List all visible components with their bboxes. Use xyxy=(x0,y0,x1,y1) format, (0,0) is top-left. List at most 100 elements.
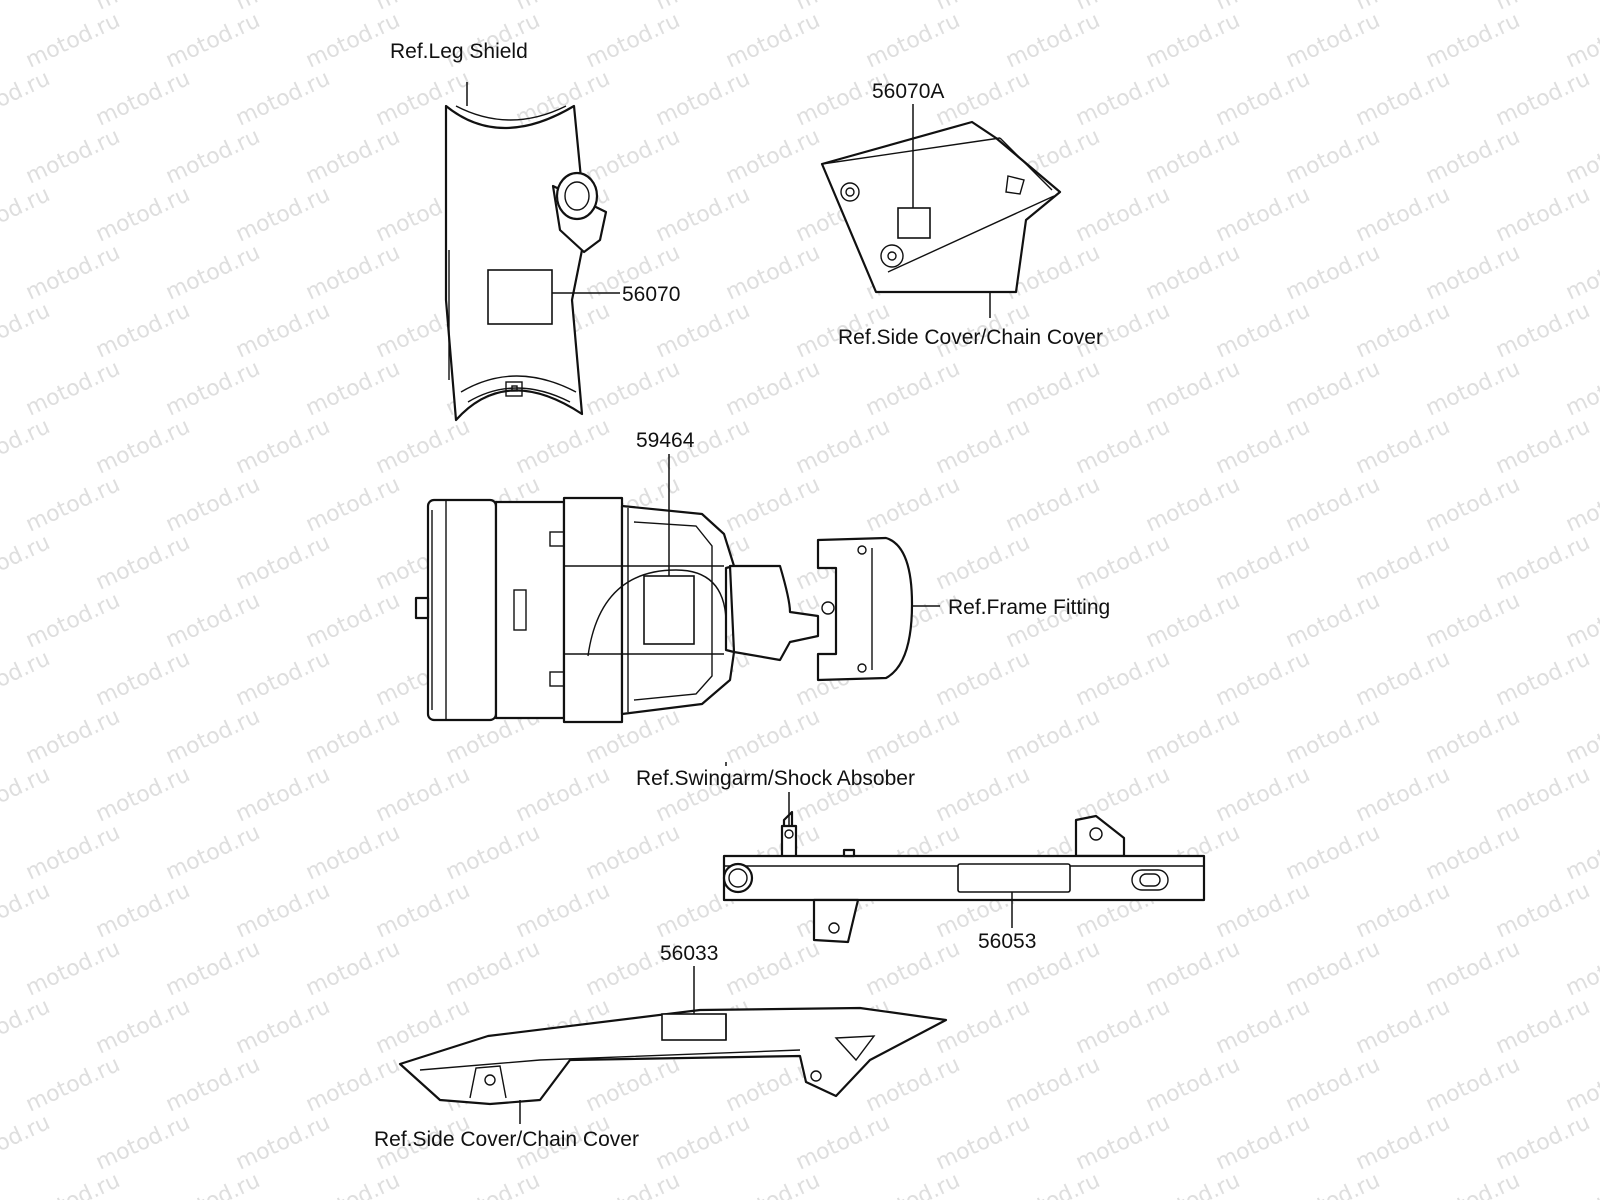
watermark-text: motod.ru xyxy=(1212,762,1314,827)
watermark-text: motod.ru xyxy=(92,878,194,943)
label-56070 xyxy=(487,269,553,325)
watermark-text: motod.ru xyxy=(652,66,754,131)
chain-cover-drawing xyxy=(398,1006,948,1106)
watermark-text: motod.ru xyxy=(1282,8,1384,73)
leader-lines xyxy=(466,82,1013,1124)
watermark-text: motod.ru xyxy=(302,820,404,885)
watermark-text: motod.ru xyxy=(372,878,474,943)
watermark-text: motod.ru xyxy=(232,182,334,247)
watermark-text: motod.ru xyxy=(92,182,194,247)
watermark-text: motod.ru xyxy=(722,240,824,305)
watermark-text: motod.ru xyxy=(1562,356,1600,421)
watermark-text: motod.ru xyxy=(582,1168,684,1200)
callout-side-cover-ref-top: Ref.Side Cover/Chain Cover xyxy=(838,326,1103,349)
watermark-text: motod.ru xyxy=(1142,704,1244,769)
watermark-text: motod.ru xyxy=(1002,704,1104,769)
watermark-text: motod.ru xyxy=(302,8,404,73)
watermark-text: motod.ru xyxy=(722,8,824,73)
watermark-text: motod.ru xyxy=(92,66,194,131)
watermark-text: motod.ru xyxy=(1072,66,1174,131)
watermark-text: motod.ru xyxy=(1562,936,1600,1001)
watermark-text: motod.ru xyxy=(1282,588,1384,653)
watermark-text: motod.ru xyxy=(302,936,404,1001)
watermark-text: motod.ru xyxy=(1282,820,1384,885)
watermark-text: motod.ru xyxy=(512,878,614,943)
watermark-text: motod.ru xyxy=(1492,1110,1594,1175)
watermark-text: motod.ru xyxy=(1282,356,1384,421)
watermark-text: motod.ru xyxy=(1562,820,1600,885)
leg-shield-drawing xyxy=(444,104,608,422)
watermark-text: motod.ru xyxy=(302,240,404,305)
watermark-text: motod.ru xyxy=(1422,356,1524,421)
watermark-text: motod.ru xyxy=(582,124,684,189)
watermark-text: motod.ru xyxy=(1072,414,1174,479)
watermark-text: motod.ru xyxy=(232,1110,334,1175)
watermark-text: motod.ru xyxy=(1142,1168,1244,1200)
watermark-text: motod.ru xyxy=(162,124,264,189)
watermark-text: motod.ru xyxy=(652,298,754,363)
watermark-text: motod.ru xyxy=(1212,878,1314,943)
callouts: Ref.Leg Shield 56070 56070A Ref.Side Cov… xyxy=(374,40,1110,1151)
label-56070a xyxy=(897,207,931,239)
watermark-text: motod.ru xyxy=(22,124,124,189)
watermark-text: motod.ru xyxy=(22,8,124,73)
watermark-text: motod.ru xyxy=(1562,8,1600,73)
watermark-text: motod.ru xyxy=(1142,936,1244,1001)
watermark-text: motod.ru xyxy=(1282,240,1384,305)
watermark-text: motod.ru xyxy=(1072,530,1174,595)
watermark-text: motod.ru xyxy=(792,414,894,479)
watermark-text: motod.ru xyxy=(302,124,404,189)
frame-fitting-drawing xyxy=(414,496,914,724)
watermark-text: motod.ru xyxy=(1212,66,1314,131)
watermark-text: motod.ru xyxy=(92,994,194,1059)
watermark-text: motod.ru xyxy=(1282,936,1384,1001)
watermark-text: motod.ru xyxy=(442,820,544,885)
watermark-text: motod.ru xyxy=(232,646,334,711)
watermark-text: motod.ru xyxy=(232,878,334,943)
watermark-text: motod.ru xyxy=(1562,124,1600,189)
watermark-text: motod.ru xyxy=(932,994,1034,1059)
watermark-text: motod.ru xyxy=(22,472,124,537)
watermark-text: motod.ru xyxy=(862,704,964,769)
watermark-text: motod.ru xyxy=(1212,1110,1314,1175)
watermark-text: motod.ru xyxy=(792,1110,894,1175)
watermark-text: motod.ru xyxy=(1282,124,1384,189)
callout-leg-shield-ref: Ref.Leg Shield xyxy=(390,40,528,63)
watermark-text: motod.ru xyxy=(1142,240,1244,305)
watermark-text: motod.ru xyxy=(582,8,684,73)
watermark-text: motod.ru xyxy=(302,704,404,769)
watermark-text: motod.ru xyxy=(92,646,194,711)
watermark-text: motod.ru xyxy=(652,182,754,247)
watermark-text: motod.ru xyxy=(162,1168,264,1200)
watermark-text: motod.ru xyxy=(512,762,614,827)
watermark-text: motod.ru xyxy=(0,182,54,247)
watermark-text: motod.ru xyxy=(0,0,54,15)
watermark-text: motod.ru xyxy=(1282,1052,1384,1117)
watermark-text: motod.ru xyxy=(1002,1052,1104,1117)
watermark-text: motod.ru xyxy=(862,8,964,73)
watermark-text: motod.ru xyxy=(302,472,404,537)
watermark-text: motod.ru xyxy=(92,298,194,363)
watermark-text: motod.ru xyxy=(1212,646,1314,711)
watermark-text: motod.ru xyxy=(0,414,54,479)
watermark-text: motod.ru xyxy=(1492,182,1594,247)
watermark-text: motod.ru xyxy=(162,8,264,73)
watermark-text: motod.ru xyxy=(92,1110,194,1175)
watermark-text: motod.ru xyxy=(932,646,1034,711)
watermark-text: motod.ru xyxy=(162,240,264,305)
label-59464 xyxy=(643,575,695,645)
watermark-text: motod.ru xyxy=(932,1110,1034,1175)
watermark-text: motod.ru xyxy=(1492,878,1594,943)
watermark-text: motod.ru xyxy=(162,936,264,1001)
side-cover-drawing xyxy=(820,120,1062,294)
label-56053 xyxy=(957,863,1071,893)
watermark-text: motod.ru xyxy=(1422,472,1524,537)
watermark-text: motod.ru xyxy=(1072,646,1174,711)
watermark-text: motod.ru xyxy=(1352,762,1454,827)
watermark-text: motod.ru xyxy=(92,530,194,595)
watermark-text: motod.ru xyxy=(162,472,264,537)
watermark-text: motod.ru xyxy=(1492,530,1594,595)
watermark-text: motod.ru xyxy=(1002,8,1104,73)
watermark-text: motod.ru xyxy=(0,1110,54,1175)
watermark-text: motod.ru xyxy=(1142,8,1244,73)
